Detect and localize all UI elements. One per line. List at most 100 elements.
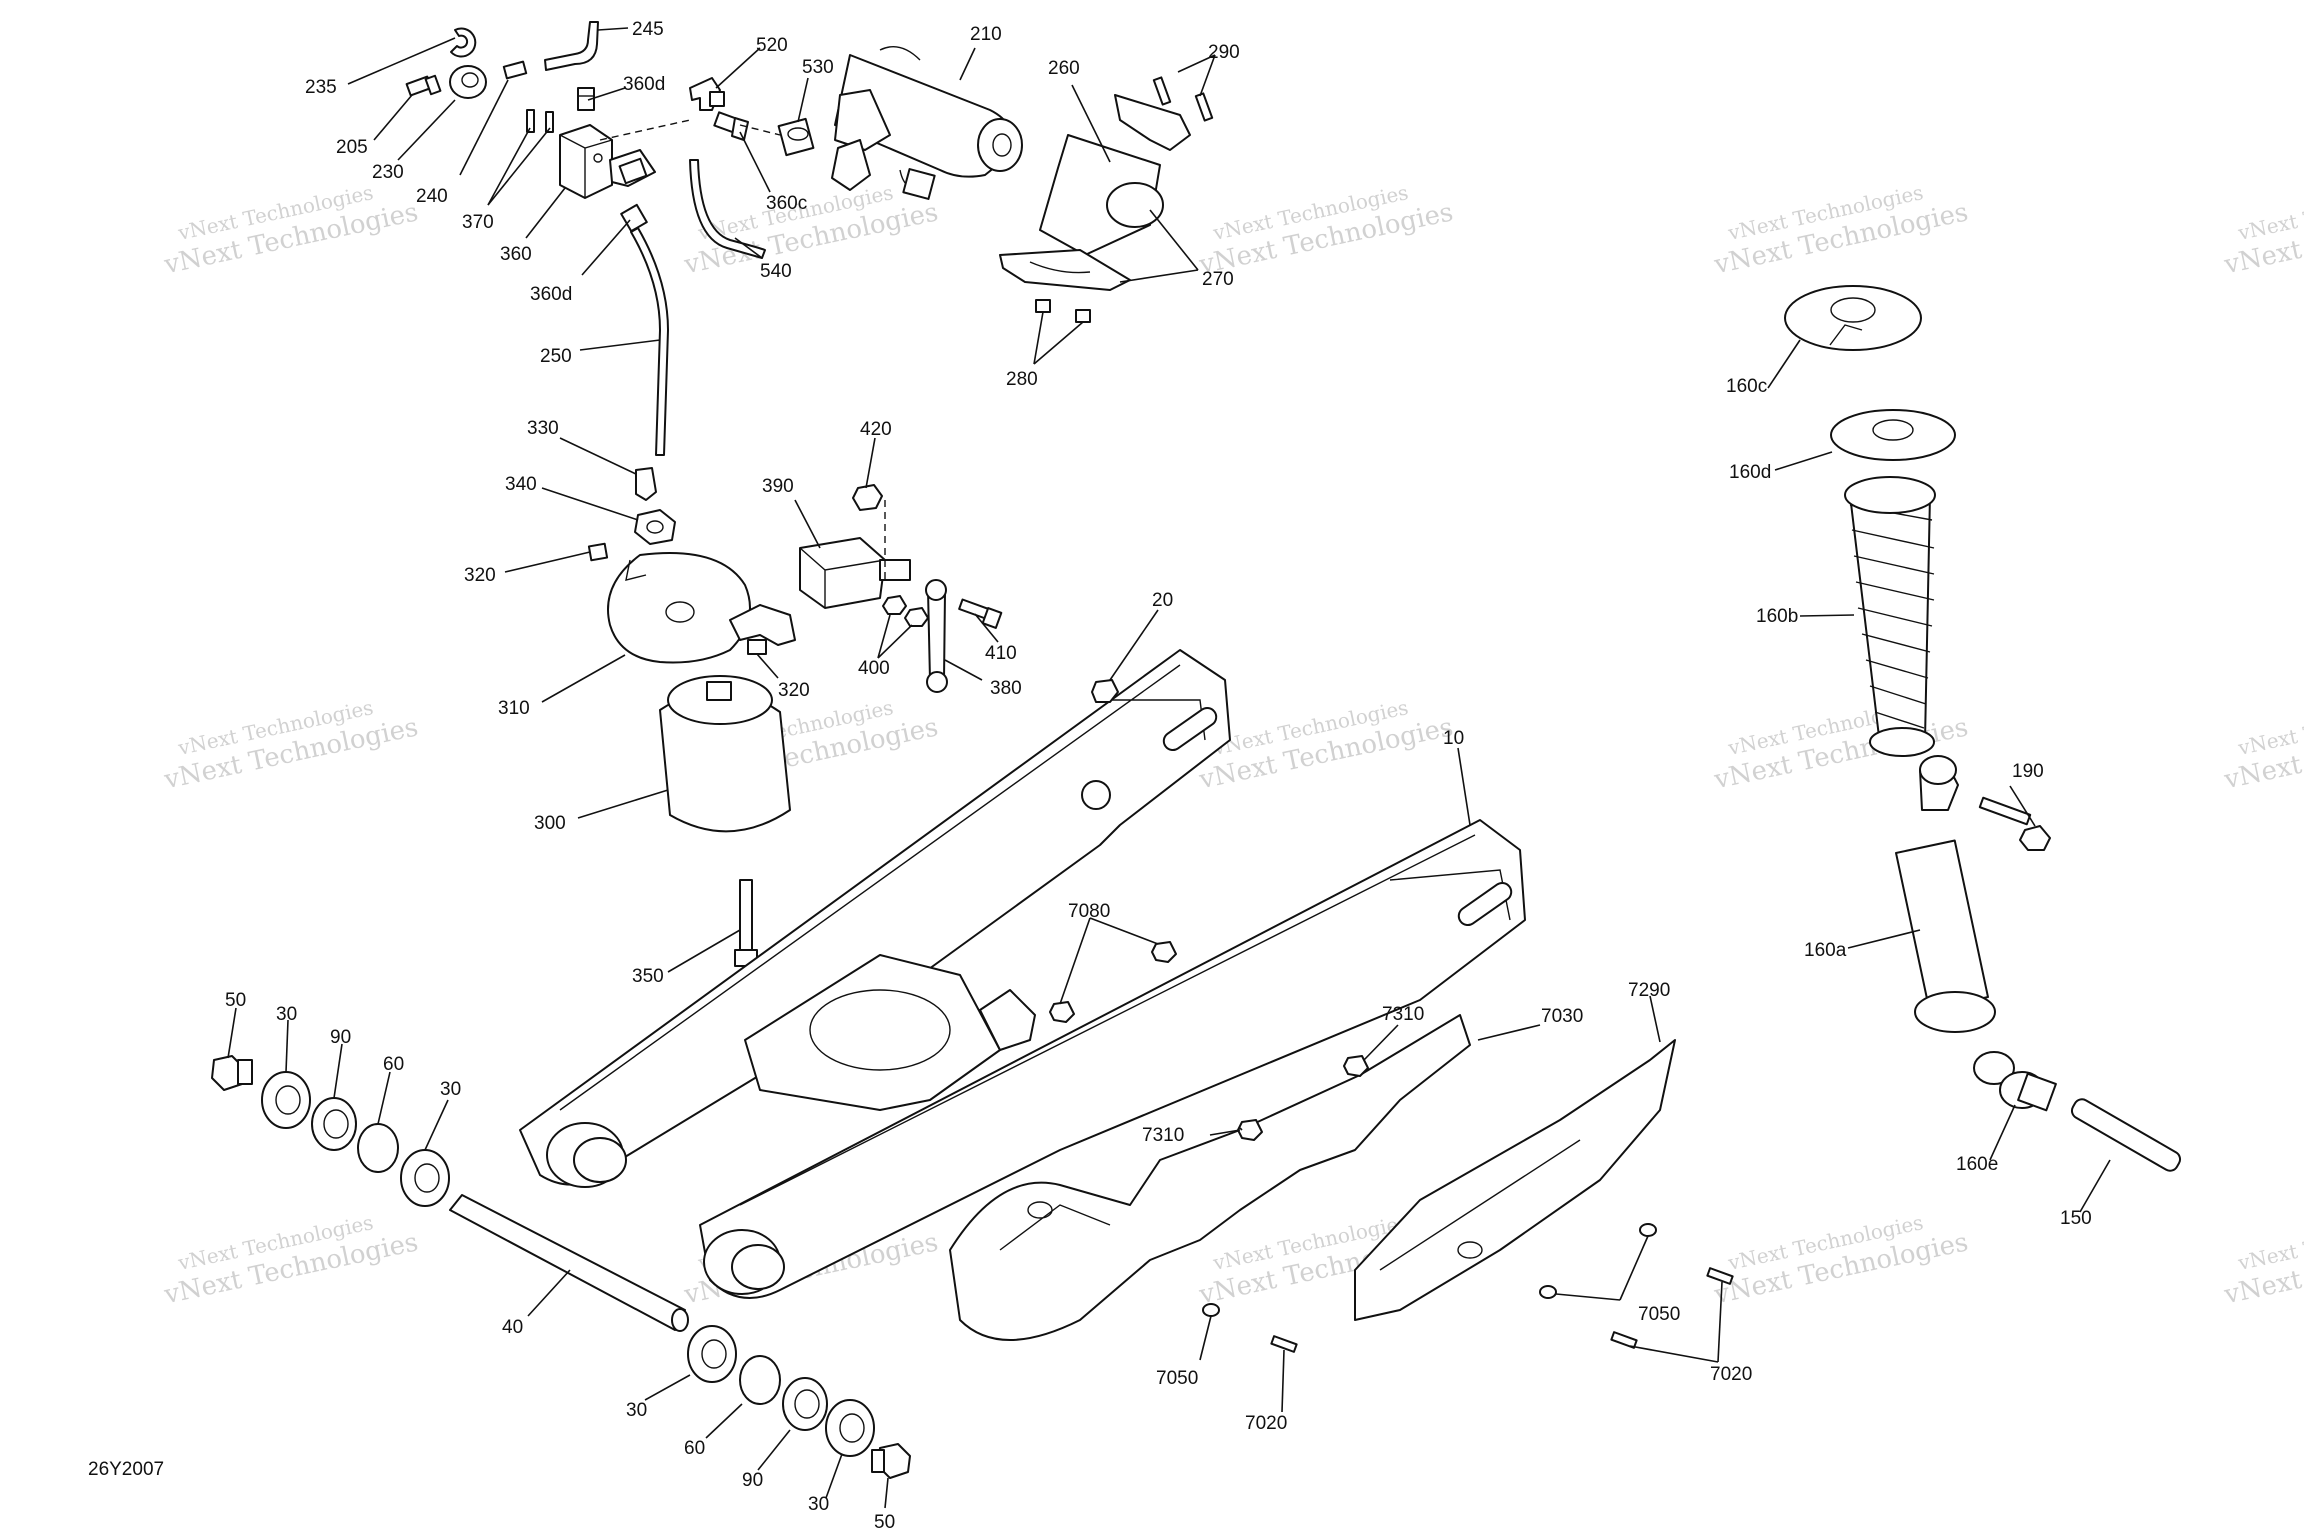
callout-labels: 235 245 520 210 290 260 530 360d 205 230… bbox=[225, 19, 2092, 1533]
callout-7020-a: 7020 bbox=[1245, 1413, 1287, 1434]
part-bearing-30-d bbox=[825, 1399, 875, 1457]
callout-530: 530 bbox=[802, 57, 834, 78]
part-motor-210 bbox=[831, 46, 1023, 200]
callout-50-bottom: 50 bbox=[874, 1512, 895, 1533]
part-bearing-30-b bbox=[400, 1149, 450, 1207]
callout-50-top: 50 bbox=[225, 990, 246, 1011]
callout-40: 40 bbox=[502, 1317, 523, 1338]
part-spring-seat-160d bbox=[1830, 409, 1956, 461]
callout-60-a: 60 bbox=[383, 1054, 404, 1075]
callout-360d-top: 360d bbox=[623, 74, 665, 95]
callout-160b: 160b bbox=[1756, 606, 1798, 627]
callout-7050-b: 7050 bbox=[1638, 1304, 1680, 1325]
callout-160c: 160c bbox=[1726, 376, 1767, 397]
part-fitting-360c bbox=[713, 111, 749, 141]
part-nut-420 bbox=[852, 484, 883, 511]
part-plate-310 bbox=[607, 552, 751, 664]
watermark: vNext Technologies vNext Technologies bbox=[2221, 695, 2304, 795]
callout-60-b: 60 bbox=[684, 1438, 705, 1459]
part-bolts-280 bbox=[1035, 299, 1091, 323]
callout-7020-b: 7020 bbox=[1710, 1364, 1752, 1385]
callout-30-c: 30 bbox=[626, 1400, 647, 1421]
callout-250: 250 bbox=[540, 346, 572, 367]
part-spring-160b bbox=[1844, 476, 1936, 757]
callout-7310-b: 7310 bbox=[1142, 1125, 1184, 1146]
callout-310: 310 bbox=[498, 698, 530, 719]
callout-10: 10 bbox=[1443, 728, 1464, 749]
callout-30-b: 30 bbox=[440, 1079, 461, 1100]
part-nuts-7080 bbox=[1049, 941, 1177, 1023]
callout-235: 235 bbox=[305, 77, 337, 98]
callout-320-b: 320 bbox=[778, 680, 810, 701]
callout-30-a: 30 bbox=[276, 1004, 297, 1025]
callout-360d-bottom: 360d bbox=[530, 284, 572, 305]
callout-340: 340 bbox=[505, 474, 537, 495]
part-spacer-60-b bbox=[739, 1355, 781, 1405]
callout-360: 360 bbox=[500, 244, 532, 265]
part-bearing-30-a bbox=[261, 1071, 311, 1129]
callout-540: 540 bbox=[760, 261, 792, 282]
part-link-380 bbox=[925, 579, 948, 693]
part-valve-block-360 bbox=[559, 124, 656, 199]
callout-390: 390 bbox=[762, 476, 794, 497]
callout-245: 245 bbox=[632, 19, 664, 40]
part-fitting-240 bbox=[502, 60, 528, 80]
part-connector-530 bbox=[777, 117, 815, 157]
callout-150: 150 bbox=[2060, 1208, 2092, 1229]
part-collar-90-b bbox=[782, 1377, 828, 1431]
callout-370: 370 bbox=[462, 212, 494, 233]
part-axle-40 bbox=[449, 1194, 689, 1332]
part-hose-540 bbox=[689, 159, 766, 259]
part-fitting-360d-bottom bbox=[620, 203, 648, 233]
callout-300: 300 bbox=[534, 813, 566, 834]
part-screws-7020 bbox=[1270, 1267, 1734, 1353]
part-washers-7050 bbox=[1202, 1223, 1657, 1317]
watermark: vNext Technologies vNext Technologies bbox=[1196, 180, 1456, 280]
watermark: vNext Technologies vNext Technologies bbox=[161, 180, 421, 280]
part-nuts-400 bbox=[882, 595, 929, 627]
watermark: vNext Technologies vNext Technologies bbox=[681, 180, 941, 280]
callout-400: 400 bbox=[858, 658, 890, 679]
part-swingarm-10 bbox=[519, 649, 1526, 1299]
part-elbow-520 bbox=[689, 77, 725, 111]
part-nut-340 bbox=[634, 509, 676, 545]
part-bolts-7310 bbox=[1237, 1055, 1369, 1141]
part-chain-guide-7030 bbox=[949, 1014, 1471, 1341]
callout-190: 190 bbox=[2012, 761, 2044, 782]
part-bolt-350 bbox=[734, 879, 758, 967]
watermark: vNext Technologies vNext Technologies bbox=[161, 695, 421, 795]
part-elbow-330 bbox=[635, 467, 657, 501]
callout-420: 420 bbox=[860, 419, 892, 440]
part-collar-90-a bbox=[311, 1097, 357, 1151]
part-clip-235 bbox=[450, 27, 477, 58]
callout-350: 350 bbox=[632, 966, 664, 987]
part-pin-150 bbox=[2070, 1098, 2182, 1172]
callout-7290: 7290 bbox=[1628, 980, 1670, 1001]
part-bolt-50-top bbox=[211, 1055, 253, 1091]
callout-380: 380 bbox=[990, 678, 1022, 699]
callout-260: 260 bbox=[1048, 58, 1080, 79]
callout-160e: 160e bbox=[1956, 1154, 1998, 1175]
part-module-390 bbox=[799, 537, 911, 609]
callout-30-d: 30 bbox=[808, 1494, 829, 1515]
part-bolt-50-bottom bbox=[871, 1443, 911, 1479]
callout-290: 290 bbox=[1208, 42, 1240, 63]
part-bolt-410 bbox=[958, 598, 1003, 629]
part-bracket-320-b bbox=[729, 604, 796, 655]
callout-160d: 160d bbox=[1729, 462, 1771, 483]
watermark: vNext Technologies vNext Technologies bbox=[1711, 1210, 1971, 1310]
part-bolt-20 bbox=[1091, 679, 1119, 703]
callout-270: 270 bbox=[1202, 269, 1234, 290]
part-screws-290 bbox=[1152, 76, 1214, 122]
part-spacer-60-a bbox=[357, 1123, 399, 1173]
diagram-code: 26Y2007 bbox=[88, 1459, 164, 1480]
assembly-lines bbox=[599, 119, 886, 580]
part-cap-230 bbox=[449, 65, 487, 99]
part-shock-160a bbox=[1895, 755, 2015, 1085]
part-hose-250 bbox=[630, 227, 669, 456]
watermark: vNext Technologies vNext Technologies bbox=[2221, 1210, 2304, 1310]
part-chain-guard-7290 bbox=[1354, 1039, 1676, 1321]
watermark: vNext Technologies vNext Technologies bbox=[2221, 180, 2304, 280]
callout-90-a: 90 bbox=[330, 1027, 351, 1048]
